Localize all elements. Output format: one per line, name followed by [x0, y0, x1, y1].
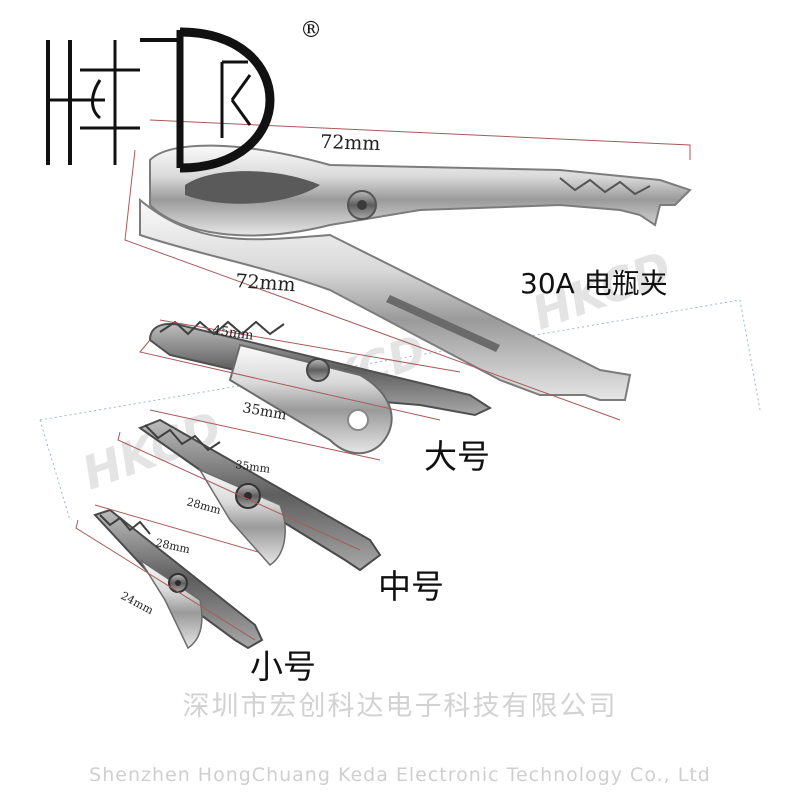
- dim-label: 72mm: [320, 131, 381, 155]
- company-name-en: Shenzhen HongChuang Keda Electronic Tech…: [89, 764, 711, 786]
- large-clip: [148, 320, 493, 455]
- registered-mark: ®: [300, 18, 322, 43]
- label-battery-clamp: 30A 电瓶夹: [520, 267, 668, 300]
- dim-label: 72mm: [235, 270, 297, 296]
- medium-clip: [137, 418, 382, 572]
- label-small: 小号: [250, 647, 316, 686]
- label-large: 大号: [424, 437, 490, 476]
- small-clip: [93, 508, 264, 650]
- label-medium: 中号: [378, 567, 444, 606]
- dim-label: 35mm: [241, 400, 287, 423]
- dimension-lines: [75, 119, 691, 641]
- battery-clamp: [139, 144, 692, 401]
- dim-label: 35mm: [235, 458, 272, 476]
- dim-label: 45mm: [211, 323, 254, 344]
- company-name-cn: 深圳市宏创科达电子科技有限公司: [182, 691, 618, 722]
- brand-logo: [46, 27, 275, 173]
- dim-label: 24mm: [119, 589, 156, 617]
